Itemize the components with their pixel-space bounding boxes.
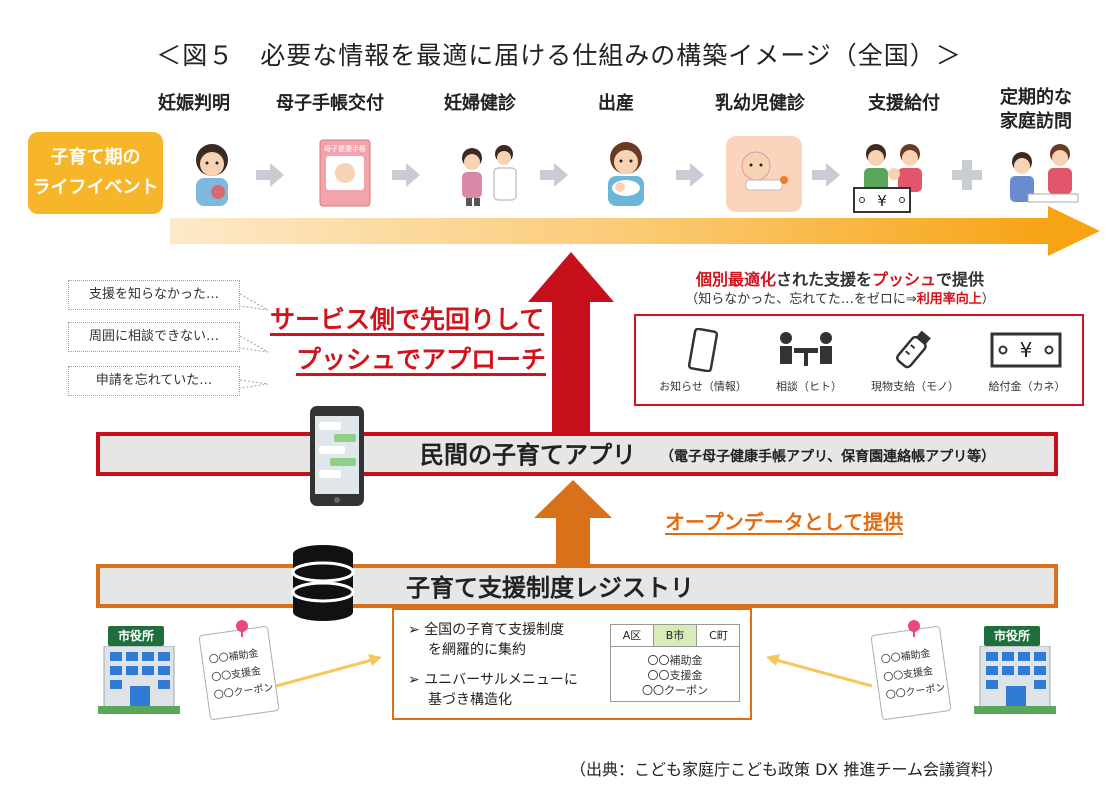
chevron-right-icon <box>554 163 568 187</box>
consultation-icon <box>780 332 832 366</box>
database-icon <box>291 545 355 621</box>
registry-bullet-1: ➢ 全国の子育て支援制度 を網羅的に集約 <box>408 620 564 660</box>
concern-bubble-unaware: 支援を知らなかった… <box>68 280 240 310</box>
push-emphasis: プッシュ <box>872 270 937 289</box>
table-row: 〇〇支援金 <box>647 669 703 682</box>
provide-text: で提供 <box>936 270 985 289</box>
bullet-arrow-icon: ➢ <box>408 672 420 688</box>
maternal-handbook-icon: 母子健康手帳 <box>319 139 371 207</box>
page-title: ＜図５ 必要な情報を最適に届ける仕組みの構築イメージ（全国）＞ <box>156 41 962 70</box>
city-hall-left-icon: 市役所 <box>98 626 180 716</box>
flow-arrow-right-icon <box>766 654 873 688</box>
chevron-bar <box>676 170 690 180</box>
timeline-arrowhead-icon <box>1048 206 1100 256</box>
table-row: 〇〇補助金 <box>647 654 703 667</box>
stage-label-birth: 出産 <box>598 93 634 114</box>
registry-bullet-2-line2: 基づき構造化 <box>428 692 512 708</box>
registry-bullet-2-line1: ユニバーサルメニューに <box>424 672 578 688</box>
pregnant-woman-icon <box>196 144 228 206</box>
bullet-arrow-icon: ➢ <box>408 622 420 638</box>
family-money-icon: ¥ <box>853 144 922 213</box>
concern-bubble-forgot: 申請を忘れていた… <box>68 366 240 396</box>
personalized-text: された支援を <box>775 270 872 289</box>
pushpin-icon <box>908 620 920 637</box>
chevron-right-icon <box>690 163 704 187</box>
table-header-b: B市 <box>654 625 697 647</box>
mother-baby-icon <box>608 142 644 206</box>
open-data-text: オープンデータとして提供 <box>665 510 904 534</box>
personalized-support-title: 個別最適化された支援をプッシュで提供 <box>600 266 1080 290</box>
childcare-app-bar <box>96 432 1058 476</box>
plus-icon <box>952 160 982 190</box>
handbook-book-text: 母子健康手帳 <box>324 144 366 153</box>
app-subtitle: （電子母子健康手帳アプリ、保育園連絡帳アプリ等） <box>660 449 996 465</box>
chevron-bar <box>540 170 554 180</box>
city-hall-sign: 市役所 <box>108 626 164 646</box>
baby-bottle-icon <box>896 330 931 369</box>
life-event-label-line1: 子育て期の <box>50 147 141 168</box>
personalized-emphasis: 個別最適化 <box>695 270 776 289</box>
phone-app-icon <box>310 406 364 506</box>
push-approach-line1: サービス側で先回りして <box>270 305 545 334</box>
stage-label-prenatal: 妊婦健診 <box>444 93 516 114</box>
flow-arrow-left-icon <box>275 654 382 688</box>
stage-label-handbook: 母子手帳交付 <box>276 93 384 114</box>
support-item-goods: 現物支給（モノ） <box>871 380 959 393</box>
orange-up-arrow-icon <box>534 480 612 566</box>
city-hall-right-icon: 市役所 <box>974 626 1056 716</box>
subtitle-close: ） <box>981 292 995 307</box>
registry-bar <box>96 564 1058 608</box>
support-item-info: お知らせ（情報） <box>659 380 747 393</box>
prenatal-checkup-icon <box>462 145 517 206</box>
city-hall-sign: 市役所 <box>984 626 1040 646</box>
registry-bullet-2: ➢ ユニバーサルメニューに 基づき構造化 <box>408 670 578 710</box>
chevron-right-icon <box>826 163 840 187</box>
usage-rate-emphasis: 利用率向上 <box>916 292 982 307</box>
chevron-bar <box>812 170 826 180</box>
stage-label-home-visit-line2: 家庭訪問 <box>1000 111 1072 132</box>
concern-bubble-no-consult: 周囲に相談できない… <box>68 322 240 352</box>
home-visit-icon <box>1010 144 1079 203</box>
stage-label-benefit: 支援給付 <box>868 93 940 114</box>
money-yen-text: ¥ <box>877 192 887 210</box>
life-event-label: 子育て期の ライフイベント <box>28 132 163 214</box>
push-approach-line2: プッシュでアプローチ <box>296 345 547 374</box>
app-title: 民間の子育てアプリ <box>420 441 636 469</box>
chevron-bar <box>256 170 270 180</box>
municipality-table: A区 B市 C町 〇〇補助金 〇〇支援金 〇〇クーポン <box>610 624 740 702</box>
support-item-cash: 給付金（カネ） <box>988 380 1066 393</box>
banknote-yen-text: ¥ <box>1020 338 1033 362</box>
table-header-c: C町 <box>697 625 740 647</box>
banknote-icon: ¥ <box>990 332 1062 368</box>
stage-label-home-visit-line1: 定期的な <box>1000 87 1072 108</box>
building-icon <box>974 646 1056 714</box>
stage-label-infant: 乳幼児健診 <box>715 93 805 114</box>
red-up-arrow-icon <box>528 252 614 432</box>
subtitle-text: （知らなかった、忘れてた…をゼロに⇒ <box>685 292 917 307</box>
support-item-consult: 相談（ヒト） <box>776 380 842 393</box>
registry-bullet-1-line2: を網羅的に集約 <box>428 642 526 658</box>
document-right: 〇〇補助金 〇〇支援金 〇〇クーポン <box>870 625 952 721</box>
chevron-bar <box>392 170 406 180</box>
personalized-support-subtitle: （知らなかった、忘れてた…をゼロに⇒利用率向上） <box>600 288 1080 307</box>
chevron-right-icon <box>270 163 284 187</box>
registry-title: 子育て支援制度レジストリ <box>406 574 694 602</box>
life-event-label-line2: ライフイベント <box>32 177 159 198</box>
building-icon <box>98 646 180 714</box>
timeline-bar <box>170 218 1050 244</box>
chevron-right-icon <box>406 163 420 187</box>
smartphone-icon <box>688 328 718 372</box>
stage-label-pregnancy: 妊娠判明 <box>158 93 230 114</box>
table-row: 〇〇クーポン <box>642 684 708 697</box>
document-left: 〇〇補助金 〇〇支援金 〇〇クーポン <box>198 625 280 721</box>
source-citation: （出典：こども家庭庁こども政策 DX 推進チーム会議資料） <box>570 760 1003 779</box>
bubble-tails-icon <box>239 293 269 389</box>
infant-checkup-icon <box>726 136 802 212</box>
registry-bullet-1-line1: 全国の子育て支援制度 <box>424 622 565 638</box>
pushpin-icon <box>236 620 248 637</box>
stage-label-home-visit: 定期的な 家庭訪問 <box>976 86 1096 134</box>
table-header-a: A区 <box>611 625 654 647</box>
support-types-box: お知らせ（情報） 相談（ヒト） 現物支給（モノ） ¥ 給付金（カネ） <box>634 314 1084 406</box>
